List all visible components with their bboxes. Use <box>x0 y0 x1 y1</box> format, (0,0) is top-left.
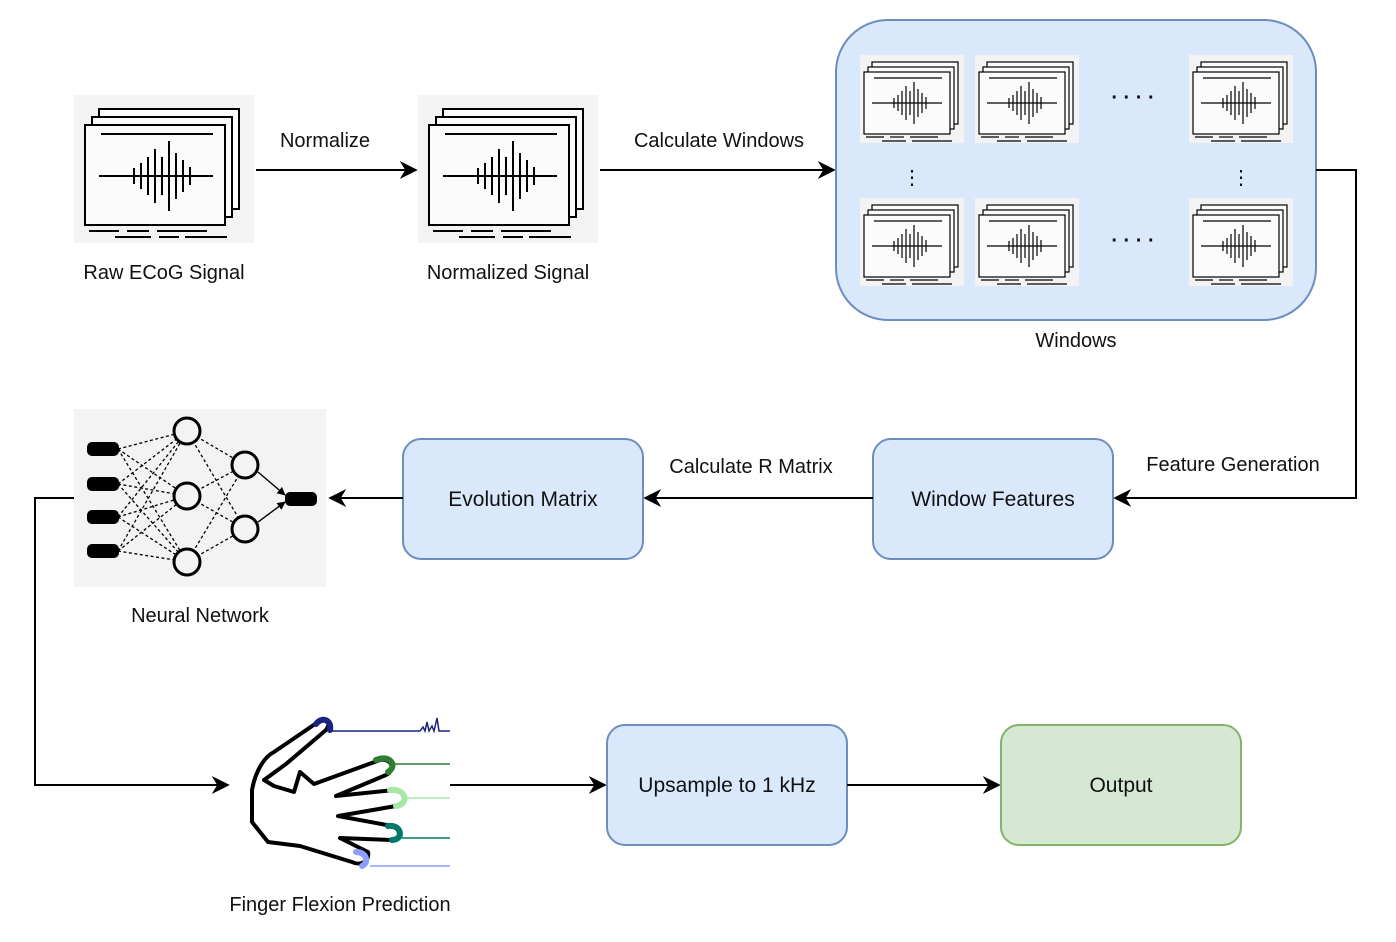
upsample-label: Upsample to 1 kHz <box>638 774 815 797</box>
window-icon <box>974 54 1080 144</box>
raw-signal-node[interactable]: Raw ECoG Signal <box>74 95 254 284</box>
to-finger-prediction-edge <box>34 497 230 794</box>
output-box <box>1000 724 1242 846</box>
output-label: Output <box>1089 774 1152 797</box>
output-node[interactable]: Output <box>1000 724 1242 846</box>
neural-network-label: Neural Network <box>131 605 270 627</box>
windows-label: Windows <box>1035 330 1116 352</box>
neural-network-node[interactable]: Neural Network <box>74 409 326 627</box>
finger-prediction-label: Finger Flexion Prediction <box>229 894 450 916</box>
raw-signal-label: Raw ECoG Signal <box>83 262 244 284</box>
column-ellipsis-left: ⋮ <box>902 167 922 189</box>
normalized-signal-node[interactable]: Normalized Signal <box>418 95 598 284</box>
normalized-signal-label: Normalized Signal <box>427 262 589 284</box>
neural-network-hidden-nodes <box>172 416 260 577</box>
calculate-r-matrix-edge-label: Calculate R Matrix <box>669 456 832 478</box>
neural-network-input-nodes <box>87 442 317 558</box>
normalize-edge-label: Normalize <box>280 130 370 152</box>
finger-prediction-node[interactable]: Finger Flexion Prediction <box>229 716 451 916</box>
row-ellipsis-bottom: · · · · <box>1111 230 1154 252</box>
upsample-node[interactable]: Upsample to 1 kHz <box>606 724 848 846</box>
windows-node[interactable]: · · · · · · · · ⋮ ⋮ Windows <box>835 19 1317 352</box>
row-ellipsis-top: · · · · <box>1111 87 1154 109</box>
evolution-matrix-node[interactable]: Evolution Matrix <box>402 438 644 560</box>
window-icon <box>1188 54 1294 144</box>
hand-icon <box>250 716 450 869</box>
neural-network-output-edges <box>257 471 286 523</box>
evolution-matrix-label: Evolution Matrix <box>448 488 598 511</box>
column-ellipsis-right: ⋮ <box>1231 167 1251 189</box>
window-icon <box>859 197 965 287</box>
flexion-traces <box>330 717 450 867</box>
feature-generation-edge <box>1113 169 1357 507</box>
calculate-windows-edge-label: Calculate Windows <box>634 130 804 152</box>
window-icon <box>974 197 1080 287</box>
window-features-node[interactable]: Window Features <box>872 438 1114 560</box>
window-features-label: Window Features <box>911 488 1074 511</box>
raw-signal-icon <box>84 108 240 238</box>
feature-generation-edge-label: Feature Generation <box>1146 454 1319 476</box>
normalized-signal-icon <box>428 108 584 238</box>
window-icon <box>859 54 965 144</box>
window-icon <box>1188 197 1294 287</box>
